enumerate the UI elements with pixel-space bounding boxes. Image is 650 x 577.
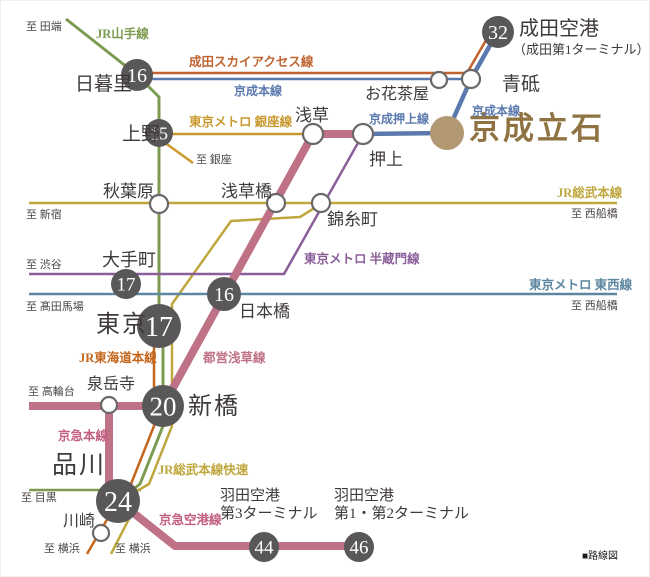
station-badge-minutes-nihombashi: 16: [214, 284, 234, 306]
station-badge-minutes-otemachi: 17: [117, 275, 136, 296]
terminus-label-ginza: 至 銀座: [196, 154, 232, 166]
line-label-jr-yamanote: JR山手線: [96, 27, 149, 41]
terminus-label-takadanobaba: 至 髙田馬場: [26, 301, 84, 313]
line-label-keisei-oshiage-line: 京成押上線: [369, 112, 430, 126]
station-dot-asakusa: [301, 122, 325, 146]
station-label-ohanajaya: お花茶屋: [365, 86, 430, 103]
station-label-nippori: 日暮里: [75, 74, 133, 95]
station-dot-kinshicho: [310, 192, 332, 214]
station-label-asakusabashi: 浅草橋: [221, 182, 272, 201]
station-badge-nippori: [121, 59, 153, 91]
terminus-label-tabata: 至 田端: [26, 21, 62, 33]
station-label-haneda-t12-2: 第1・第2ターミナル: [334, 506, 470, 522]
station-dot-sengakuji: [99, 395, 119, 415]
line-label-keikyu-main-line: 京急本線: [58, 429, 109, 443]
station-label-kinshicho: 錦糸町: [327, 210, 378, 229]
station-badge-tokyo: [137, 304, 181, 348]
line-label-sobu-main: JR総武本線: [557, 186, 623, 200]
station-badge-shimbashi: [142, 385, 184, 427]
station-label-asakusa: 浅草: [295, 106, 329, 125]
station-badge-ueno: [145, 119, 173, 147]
terminus-label-nishifunabashi-sobu: 至 西船橋: [571, 208, 618, 220]
station-badge-minutes-shinagawa: 24: [104, 487, 132, 518]
line-toei-asakusa-line: [29, 130, 363, 410]
terminus-label-shinjuku: 至 新宿: [26, 209, 62, 221]
terminus-label-takanawadai: 至 高輪台: [28, 386, 75, 398]
station-label-shinagawa: 品川: [52, 452, 107, 479]
line-label-sobu-rapid: JR総武本線快速: [158, 463, 249, 477]
line-label-keikyu-airport-line: 京急空港線: [159, 513, 222, 527]
terminus-label-yokohama-east: 至 横浜: [115, 543, 151, 555]
terminus-label-meguro: 至 目黒: [21, 492, 57, 504]
station-label-nihombashi: 日本橋: [239, 302, 290, 321]
station-label-haneda-t3-1: 羽田空港: [220, 488, 281, 504]
station-label-tokyo: 東京: [96, 312, 148, 338]
station-dot-oshiage: [351, 122, 375, 146]
line-keikyu-airport-line: [118, 499, 367, 550]
terminus-label-nishifunabashi-tozai: 至 西船橋: [571, 300, 618, 312]
line-sobu-rapid: [124, 202, 322, 500]
station-label-akihabara: 秋葉原: [103, 182, 154, 201]
station-label-keisei-tateishi: 京成立石: [469, 111, 605, 146]
station-dot-akihabara: [148, 193, 170, 215]
line-label-keisei-main-west: 京成本線: [234, 84, 283, 98]
station-label-haneda-t12-1: 羽田空港: [334, 488, 395, 504]
station-dot-aoto: [460, 68, 482, 90]
station-badge-minutes-ueno: 15: [150, 123, 168, 143]
line-label-jr-tokaido: JR東海道本線: [79, 351, 157, 365]
station-dot-kawasaki: [91, 523, 111, 543]
station-label-narita-airport-sub: （成田第1ターミナル）: [513, 42, 650, 57]
station-badge-minutes-haneda-t3: 44: [255, 538, 275, 559]
station-label-sengakuji: 泉岳寺: [87, 376, 136, 393]
station-label-ueno: 上野: [122, 124, 161, 145]
station-label-kawasaki: 川崎: [63, 513, 96, 530]
station-label-haneda-t3-2: 第3ターミナル: [220, 506, 318, 522]
station-label-narita-airport: 成田空港: [519, 18, 599, 40]
line-label-narita-sky-access: 成田スカイアクセス線: [189, 55, 314, 69]
station-badge-nihombashi: [207, 277, 241, 311]
line-label-ginza-line: 東京メトロ 銀座線: [189, 115, 293, 129]
line-label-hanzomon-line: 東京メトロ 半蔵門線: [304, 252, 420, 266]
station-badge-minutes-nippori: 16: [127, 65, 147, 87]
station-label-oshiage: 押上: [369, 150, 403, 169]
station-badge-narita-airport: [482, 16, 514, 48]
line-label-tozai-line: 東京メトロ 東西線: [529, 278, 633, 292]
line-ginza-branch: [163, 140, 194, 165]
station-badge-haneda-t12: [344, 532, 374, 562]
station-label-otemachi: 大手町: [102, 250, 156, 270]
legend-note: ■路線図: [582, 551, 619, 562]
line-hanzomon-line: [29, 133, 365, 276]
station-dot-asakusabashi: [265, 192, 287, 214]
station-badge-minutes-narita-airport: 32: [488, 22, 508, 44]
station-label-shimbashi: 新橋: [188, 394, 240, 420]
line-label-toei-asakusa-line: 都営浅草線: [203, 351, 266, 365]
terminus-label-shibuya: 至 渋谷: [26, 259, 62, 271]
station-badge-minutes-shimbashi: 20: [150, 391, 177, 421]
station-badge-haneda-t3: [249, 532, 279, 562]
station-badge-minutes-tokyo: 17: [145, 312, 173, 343]
station-label-aoto: 青砥: [502, 74, 541, 95]
station-dot-ohanajaya: [429, 70, 449, 90]
station-dot-keisei-tateishi: [430, 116, 464, 150]
station-badge-shinagawa: [96, 479, 140, 523]
station-badge-minutes-haneda-t12: 46: [350, 538, 369, 559]
terminus-label-yokohama-west: 至 横浜: [44, 543, 80, 555]
line-label-keisei-main-diag: 京成本線: [472, 104, 521, 118]
station-badge-otemachi: [111, 269, 141, 299]
